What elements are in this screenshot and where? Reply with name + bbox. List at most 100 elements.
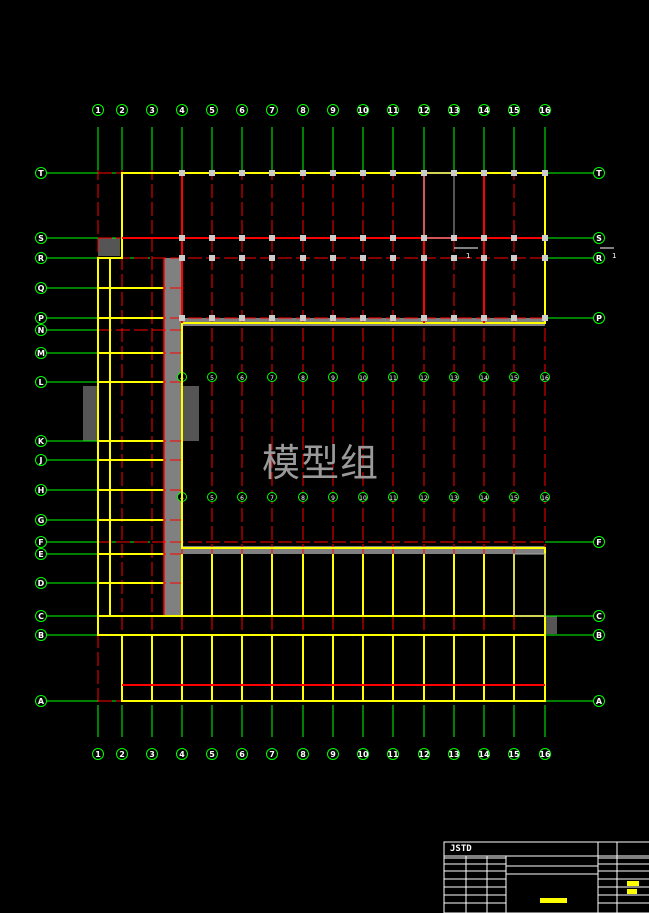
structural-column <box>481 255 487 261</box>
axis-bubble <box>35 577 47 589</box>
axis-bubble <box>35 252 47 264</box>
axis-bubble <box>35 324 47 336</box>
axis-label-col: 15 <box>510 375 518 382</box>
axis-label-col: 13 <box>450 495 458 502</box>
axis-bubble <box>328 372 338 382</box>
axis-label-col: 9 <box>331 495 335 502</box>
axis-label-col: 15 <box>508 106 520 115</box>
axis-label-col: 2 <box>119 750 125 759</box>
structural-column <box>269 255 275 261</box>
structural-column <box>269 170 275 176</box>
axis-label-col: 8 <box>300 106 306 115</box>
axis-bubble <box>35 548 47 560</box>
axis-bubble <box>237 492 247 502</box>
axis-bubble <box>176 104 188 116</box>
axis-label-col: 12 <box>418 750 429 759</box>
axis-label-col: 4 <box>179 750 185 759</box>
axis-label-row: Q <box>38 284 45 293</box>
axis-bubble <box>388 372 398 382</box>
axis-bubble <box>298 372 308 382</box>
axis-label-row: J <box>39 456 43 465</box>
axis-label-col: 13 <box>448 750 459 759</box>
structural-column <box>360 255 366 261</box>
axis-bubble <box>479 372 489 382</box>
axis-bubble <box>207 372 217 382</box>
axis-bubble <box>206 748 218 760</box>
axis-label-col: 6 <box>240 495 244 502</box>
axis-label-row: B <box>596 631 602 640</box>
axis-label-row: M <box>37 349 45 358</box>
structural-column <box>330 315 336 321</box>
axis-label-row: E <box>38 550 43 559</box>
structural-column <box>421 170 427 176</box>
axis-bubble <box>388 492 398 502</box>
axis-label-col: 2 <box>119 106 125 115</box>
axis-bubble <box>116 748 128 760</box>
axis-bubble <box>357 748 369 760</box>
axis-bubble <box>593 536 605 548</box>
axis-bubble <box>35 484 47 496</box>
structural-column <box>390 235 396 241</box>
structural-column <box>239 255 245 261</box>
axis-label-col: 6 <box>240 375 244 382</box>
axis-label-col: 16 <box>539 106 551 115</box>
axis-label-col: 9 <box>330 106 336 115</box>
axis-label-row: K <box>38 437 45 446</box>
axis-bubble <box>35 536 47 548</box>
axis-bubble <box>509 372 519 382</box>
axis-label-col: 16 <box>541 375 549 382</box>
axis-label-col: 10 <box>359 375 367 382</box>
title-block-highlight <box>627 881 639 886</box>
structural-column <box>542 170 548 176</box>
axis-label-col: 16 <box>541 495 549 502</box>
structural-column <box>542 255 548 261</box>
structural-column <box>269 235 275 241</box>
axis-label-col: 9 <box>330 750 336 759</box>
axis-label-row: R <box>596 254 602 263</box>
axis-label-row: L <box>38 378 43 387</box>
axis-bubble <box>540 372 550 382</box>
axis-label-row: F <box>38 538 43 547</box>
corridor-left <box>164 258 182 616</box>
axis-label-col: 14 <box>478 750 490 759</box>
section-label: 1 <box>466 252 470 260</box>
structural-column <box>209 235 215 241</box>
structural-column <box>421 235 427 241</box>
structural-column <box>179 255 185 261</box>
axis-bubble <box>35 312 47 324</box>
axis-bubble <box>327 104 339 116</box>
axis-bubble <box>448 748 460 760</box>
axis-label-col: 11 <box>389 375 397 382</box>
axis-bubble <box>35 232 47 244</box>
axis-label-col: 9 <box>331 375 335 382</box>
axis-bubble <box>479 492 489 502</box>
axis-bubble <box>146 748 158 760</box>
structural-column <box>179 235 185 241</box>
hatch <box>545 616 557 634</box>
structural-column <box>542 235 548 241</box>
axis-bubble <box>593 167 605 179</box>
axis-label-col: 1 <box>95 750 101 759</box>
axis-label-row: P <box>596 314 602 323</box>
axis-label-col: 14 <box>480 495 488 502</box>
axis-label-col: 11 <box>387 106 399 115</box>
axis-label-col: 10 <box>357 750 369 759</box>
axis-bubble <box>478 104 490 116</box>
axis-label-col: 8 <box>301 495 305 502</box>
axis-bubble <box>387 748 399 760</box>
structural-column <box>239 170 245 176</box>
axis-label-row: G <box>38 516 45 525</box>
axis-bubble <box>266 104 278 116</box>
structural-column <box>179 315 185 321</box>
axis-label-row: B <box>38 631 44 640</box>
axis-bubble <box>35 282 47 294</box>
title-block-highlight <box>540 898 567 903</box>
axis-label-row: D <box>38 579 45 588</box>
title-block <box>443 841 649 913</box>
axis-bubble <box>508 748 520 760</box>
axis-bubble <box>418 748 430 760</box>
axis-bubble <box>449 372 459 382</box>
axis-bubble <box>419 372 429 382</box>
axis-label-col: 12 <box>420 375 428 382</box>
axis-label-row: F <box>596 538 601 547</box>
